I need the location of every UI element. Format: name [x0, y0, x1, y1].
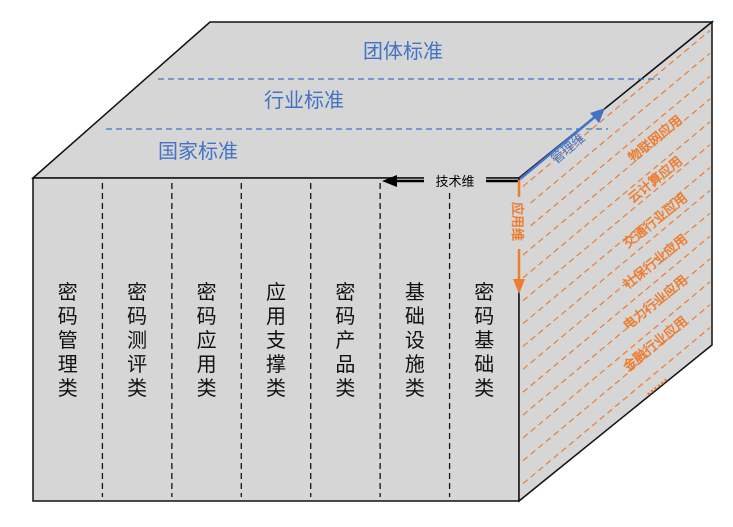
tech-category-char: 础	[474, 352, 494, 376]
tech-category-char: 用	[197, 352, 217, 376]
application-divider	[522, 258, 711, 416]
tech-axis-arrowhead	[382, 175, 397, 187]
application-divider	[522, 98, 711, 256]
application-divider	[522, 235, 711, 393]
tech-category-char: 类	[474, 376, 494, 400]
tech-axis-label-bg	[424, 170, 486, 192]
tech-category-char: 用	[266, 304, 286, 328]
application-divider	[522, 212, 711, 370]
application-axis-label: 应用维	[509, 202, 525, 241]
tech-category-char: 设	[405, 328, 425, 352]
tech-category-char: 理	[58, 352, 78, 376]
application-divider	[522, 281, 711, 439]
tech-category-char: 类	[405, 376, 425, 400]
application-divider	[522, 167, 711, 325]
tech-category-char: 支	[266, 328, 286, 352]
tech-category-char: 类	[335, 376, 355, 400]
tech-axis-label: 技术维	[435, 175, 474, 190]
application-divider	[522, 144, 711, 302]
tech-category-char: 类	[58, 376, 78, 400]
tech-category-char: 管	[58, 328, 78, 352]
cube-right-face	[518, 20, 713, 503]
tech-category-char: 基	[474, 328, 494, 352]
tech-category-char: 密	[474, 280, 494, 304]
application-axis-label-bg	[508, 197, 530, 249]
tech-category-char: 密	[197, 280, 217, 304]
tech-category-char: 密	[335, 280, 355, 304]
tech-category-char: 码	[197, 304, 217, 328]
standard-level-label: 国家标准	[158, 139, 238, 163]
tech-category-char: 类	[266, 376, 286, 400]
tech-category-char: 密	[127, 280, 147, 304]
tech-category-char: 品	[335, 352, 355, 376]
tech-category-char: 产	[335, 328, 355, 352]
tech-category-char: 评	[127, 352, 147, 376]
application-divider	[522, 75, 711, 233]
application-axis-arrowhead	[513, 279, 525, 294]
application-divider	[522, 52, 711, 210]
tech-category-char: 码	[58, 304, 78, 328]
tech-category-char: 码	[127, 304, 147, 328]
management-axis-arrow	[519, 115, 597, 180]
application-divider	[522, 189, 711, 347]
tech-category-char: 撑	[266, 352, 286, 376]
tech-category-char: 码	[474, 304, 494, 328]
standard-level-label: 行业标准	[264, 88, 344, 112]
tech-category-char: 施	[405, 352, 425, 376]
tech-category-char: 码	[335, 304, 355, 328]
tech-category-char: 密	[58, 280, 78, 304]
application-divider	[522, 327, 711, 485]
tech-category-char: 测	[127, 328, 147, 352]
standard-level-label: 团体标准	[363, 39, 443, 63]
application-divider	[522, 121, 711, 279]
tech-category-char: 应	[197, 328, 217, 352]
tech-category-char: 应	[266, 280, 286, 304]
management-axis-arrowhead	[590, 108, 605, 123]
tech-category-char: 类	[197, 376, 217, 400]
application-divider	[522, 29, 711, 187]
tech-category-char: 基	[405, 280, 425, 304]
application-divider	[522, 304, 711, 462]
tech-category-char: 础	[405, 304, 425, 328]
tech-category-char: 类	[127, 376, 147, 400]
